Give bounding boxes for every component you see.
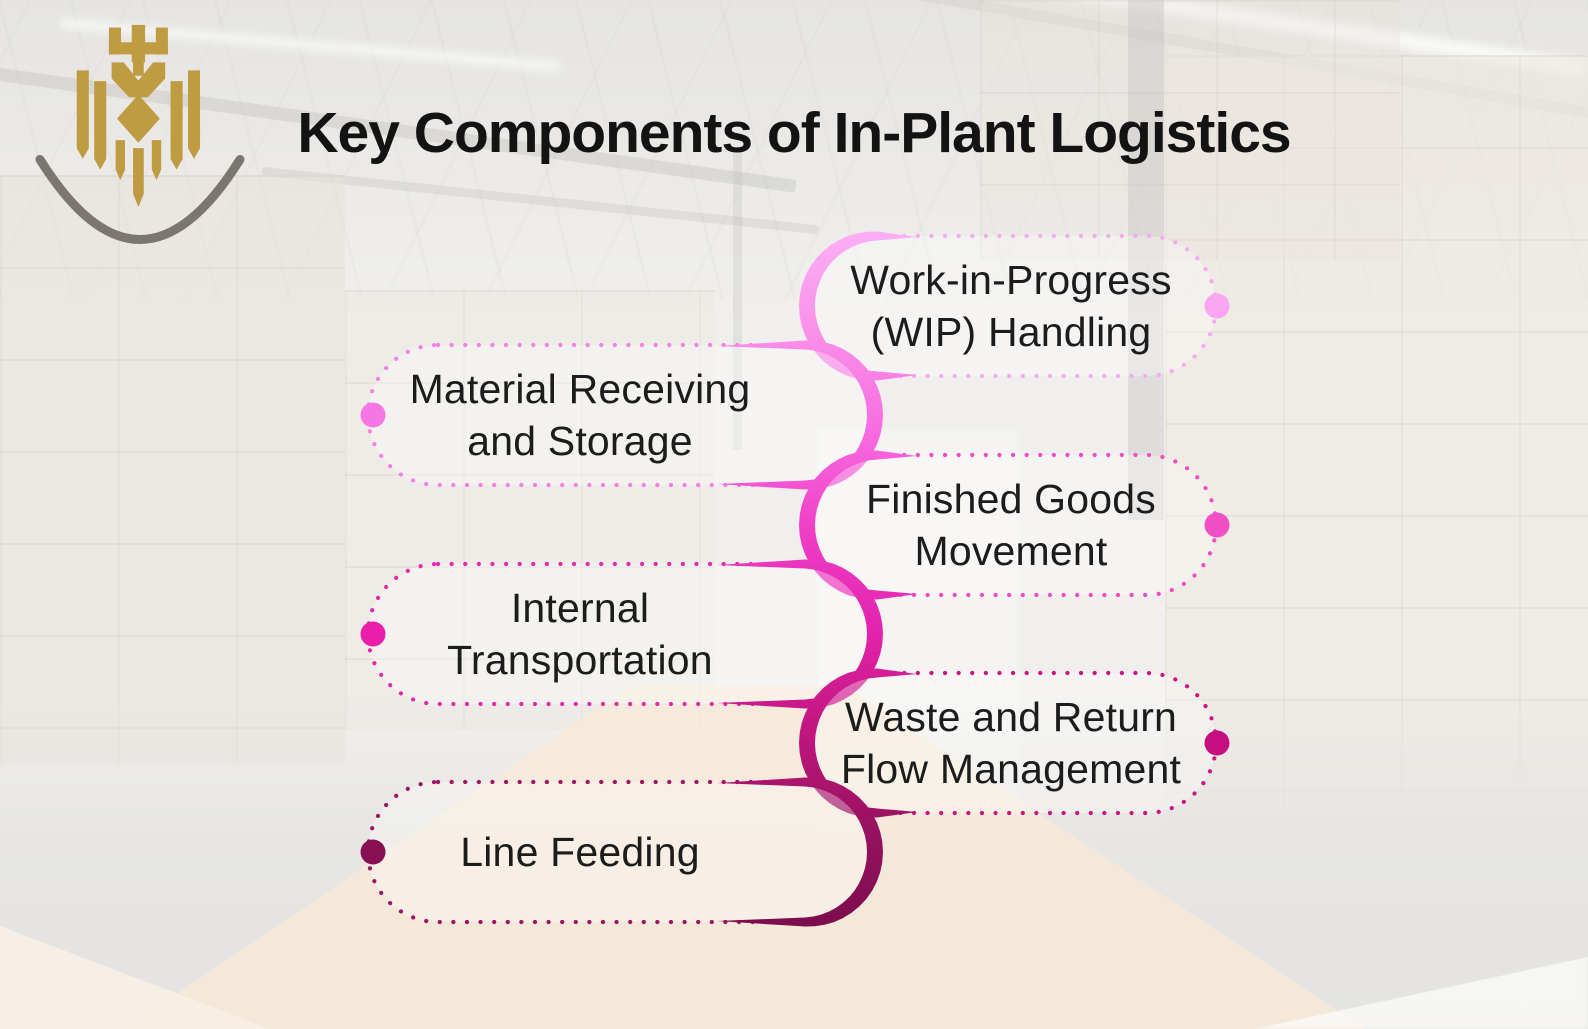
pill-label-line: Line Feeding <box>460 829 700 875</box>
pill-label-line: Flow Management <box>840 746 1182 792</box>
pill-label-line: Internal <box>510 585 650 631</box>
pallet-post <box>733 150 742 450</box>
gold-emblem-logo <box>35 24 245 244</box>
pill-label-line: Movement <box>914 528 1108 574</box>
pill-waste-and-return-flow-management: Waste and Return Flow Management <box>822 673 1200 813</box>
pill-label-line: Transportation <box>447 637 713 683</box>
box-stacks-top-right <box>980 0 1400 260</box>
pill-line-feeding: Line Feeding <box>383 782 777 922</box>
pill-label-line: Material Receiving <box>409 366 751 412</box>
swoosh-arc <box>35 155 245 244</box>
pill-label-line: (WIP) Handling <box>870 309 1152 355</box>
page-title: Key Components of In-Plant Logistics <box>297 101 1291 165</box>
box-stacks-left <box>0 175 345 765</box>
pill-label-line: and Storage <box>467 418 693 464</box>
pill-label-line: Waste and Return <box>844 694 1178 740</box>
pill-finished-goods-movement: Finished Goods Movement <box>822 455 1200 595</box>
pill-work-in-progress-wip-handling: Work-in-Progress (WIP) Handling <box>822 236 1200 376</box>
pill-internal-transportation: Internal Transportation <box>383 564 777 704</box>
pill-material-receiving-and-storage: Material Receiving and Storage <box>383 345 777 485</box>
pill-label-line: Work-in-Progress <box>850 257 1172 303</box>
pill-label-line: Finished Goods <box>866 476 1156 522</box>
emblem-crest <box>76 24 201 208</box>
